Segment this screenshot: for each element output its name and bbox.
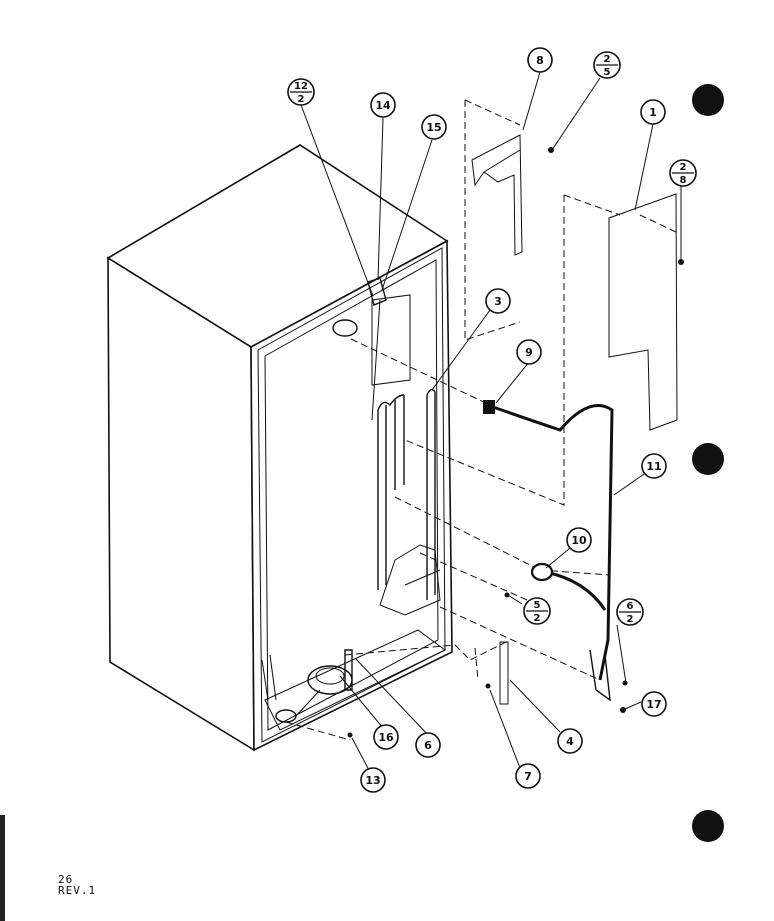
svg-text:1: 1 bbox=[649, 106, 657, 119]
svg-text:2: 2 bbox=[604, 54, 611, 65]
svg-text:12: 12 bbox=[294, 81, 308, 92]
callout-1: 1 bbox=[640, 99, 666, 125]
callout-8: 8 bbox=[527, 47, 553, 73]
binder-hole-bottom bbox=[692, 810, 724, 842]
callout-7: 7 bbox=[515, 763, 541, 789]
binder-hole-top bbox=[692, 84, 724, 116]
screw-6-2 bbox=[622, 680, 628, 686]
callout-11: 11 bbox=[641, 453, 667, 479]
binder-hole-middle bbox=[692, 443, 724, 475]
refrigerator-cabinet bbox=[106, 144, 453, 752]
svg-text:5: 5 bbox=[534, 600, 541, 611]
callout-leaders bbox=[300, 71, 682, 773]
svg-text:3: 3 bbox=[494, 295, 502, 308]
panel-part-8 bbox=[464, 99, 523, 341]
fraction-callout-12-2: 12 2 bbox=[287, 78, 315, 106]
svg-text:14: 14 bbox=[375, 99, 391, 112]
callout-16: 16 bbox=[373, 724, 399, 750]
screw-13 bbox=[347, 732, 353, 738]
condenser-coil bbox=[332, 277, 441, 616]
callout-10: 10 bbox=[566, 527, 592, 553]
bracket-part-4 bbox=[485, 641, 509, 705]
screw-17 bbox=[620, 707, 626, 713]
svg-text:6: 6 bbox=[424, 739, 432, 752]
svg-text:15: 15 bbox=[426, 121, 441, 134]
callout-9: 9 bbox=[516, 339, 542, 365]
callout-3: 3 bbox=[485, 288, 511, 314]
svg-text:13: 13 bbox=[365, 774, 380, 787]
scan-edge-mark bbox=[0, 815, 5, 921]
callout-17: 17 bbox=[641, 691, 667, 717]
svg-text:16: 16 bbox=[378, 731, 394, 744]
wire-harness bbox=[483, 400, 614, 702]
svg-text:8: 8 bbox=[536, 54, 544, 67]
screw-5-2 bbox=[504, 592, 510, 598]
svg-text:2: 2 bbox=[680, 162, 687, 173]
svg-text:8: 8 bbox=[680, 175, 687, 186]
fraction-callout-6-2: 6 2 bbox=[616, 598, 644, 626]
callout-15: 15 bbox=[421, 114, 447, 140]
callout-6: 6 bbox=[415, 732, 441, 758]
svg-text:17: 17 bbox=[646, 698, 661, 711]
svg-text:4: 4 bbox=[566, 735, 574, 748]
callout-4: 4 bbox=[557, 728, 583, 754]
svg-text:6: 6 bbox=[627, 601, 634, 612]
svg-text:2: 2 bbox=[534, 613, 541, 624]
svg-text:2: 2 bbox=[627, 614, 634, 625]
svg-text:7: 7 bbox=[524, 770, 532, 783]
fraction-callout-2-5: 2 5 bbox=[593, 51, 621, 79]
svg-text:11: 11 bbox=[646, 460, 661, 473]
svg-text:5: 5 bbox=[604, 67, 611, 78]
svg-text:2: 2 bbox=[298, 94, 305, 105]
svg-text:10: 10 bbox=[571, 534, 587, 547]
fraction-callout-5-2: 5 2 bbox=[523, 597, 551, 625]
fraction-callout-2-8: 2 8 bbox=[669, 159, 697, 187]
screw-2-8 bbox=[678, 259, 684, 265]
svg-text:9: 9 bbox=[525, 346, 533, 359]
page-footer: 26 REV.1 bbox=[58, 874, 96, 896]
page-number: 26 bbox=[58, 873, 74, 886]
panel-part-1 bbox=[404, 193, 678, 506]
revision-label: REV.1 bbox=[58, 884, 97, 897]
callout-14: 14 bbox=[370, 92, 396, 118]
callout-13: 13 bbox=[360, 767, 386, 793]
